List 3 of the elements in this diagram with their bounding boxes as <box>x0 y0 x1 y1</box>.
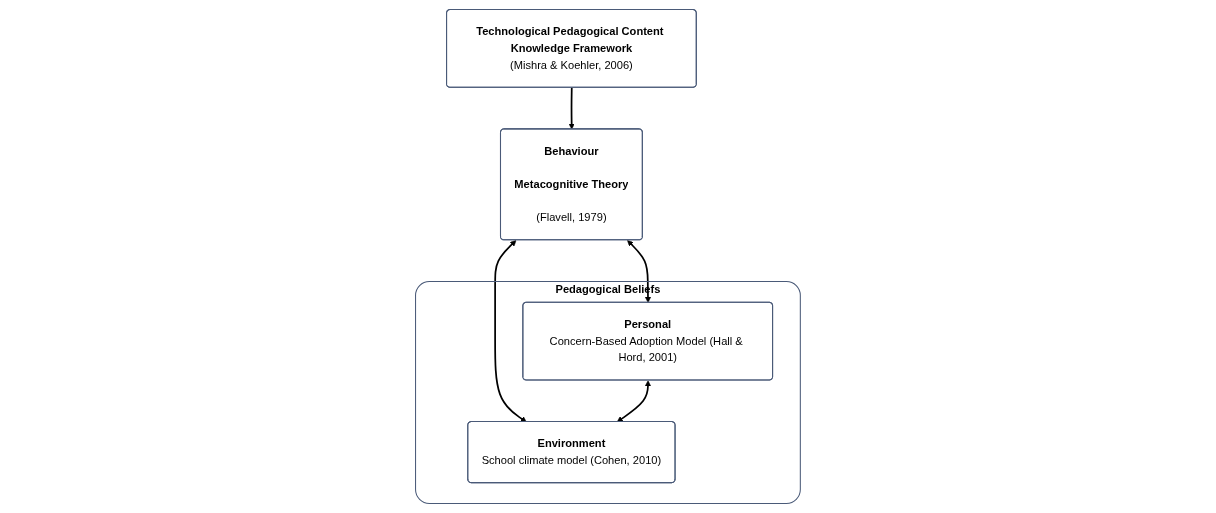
arrow <box>616 380 652 423</box>
arrow <box>568 86 575 130</box>
arrow <box>494 240 527 423</box>
